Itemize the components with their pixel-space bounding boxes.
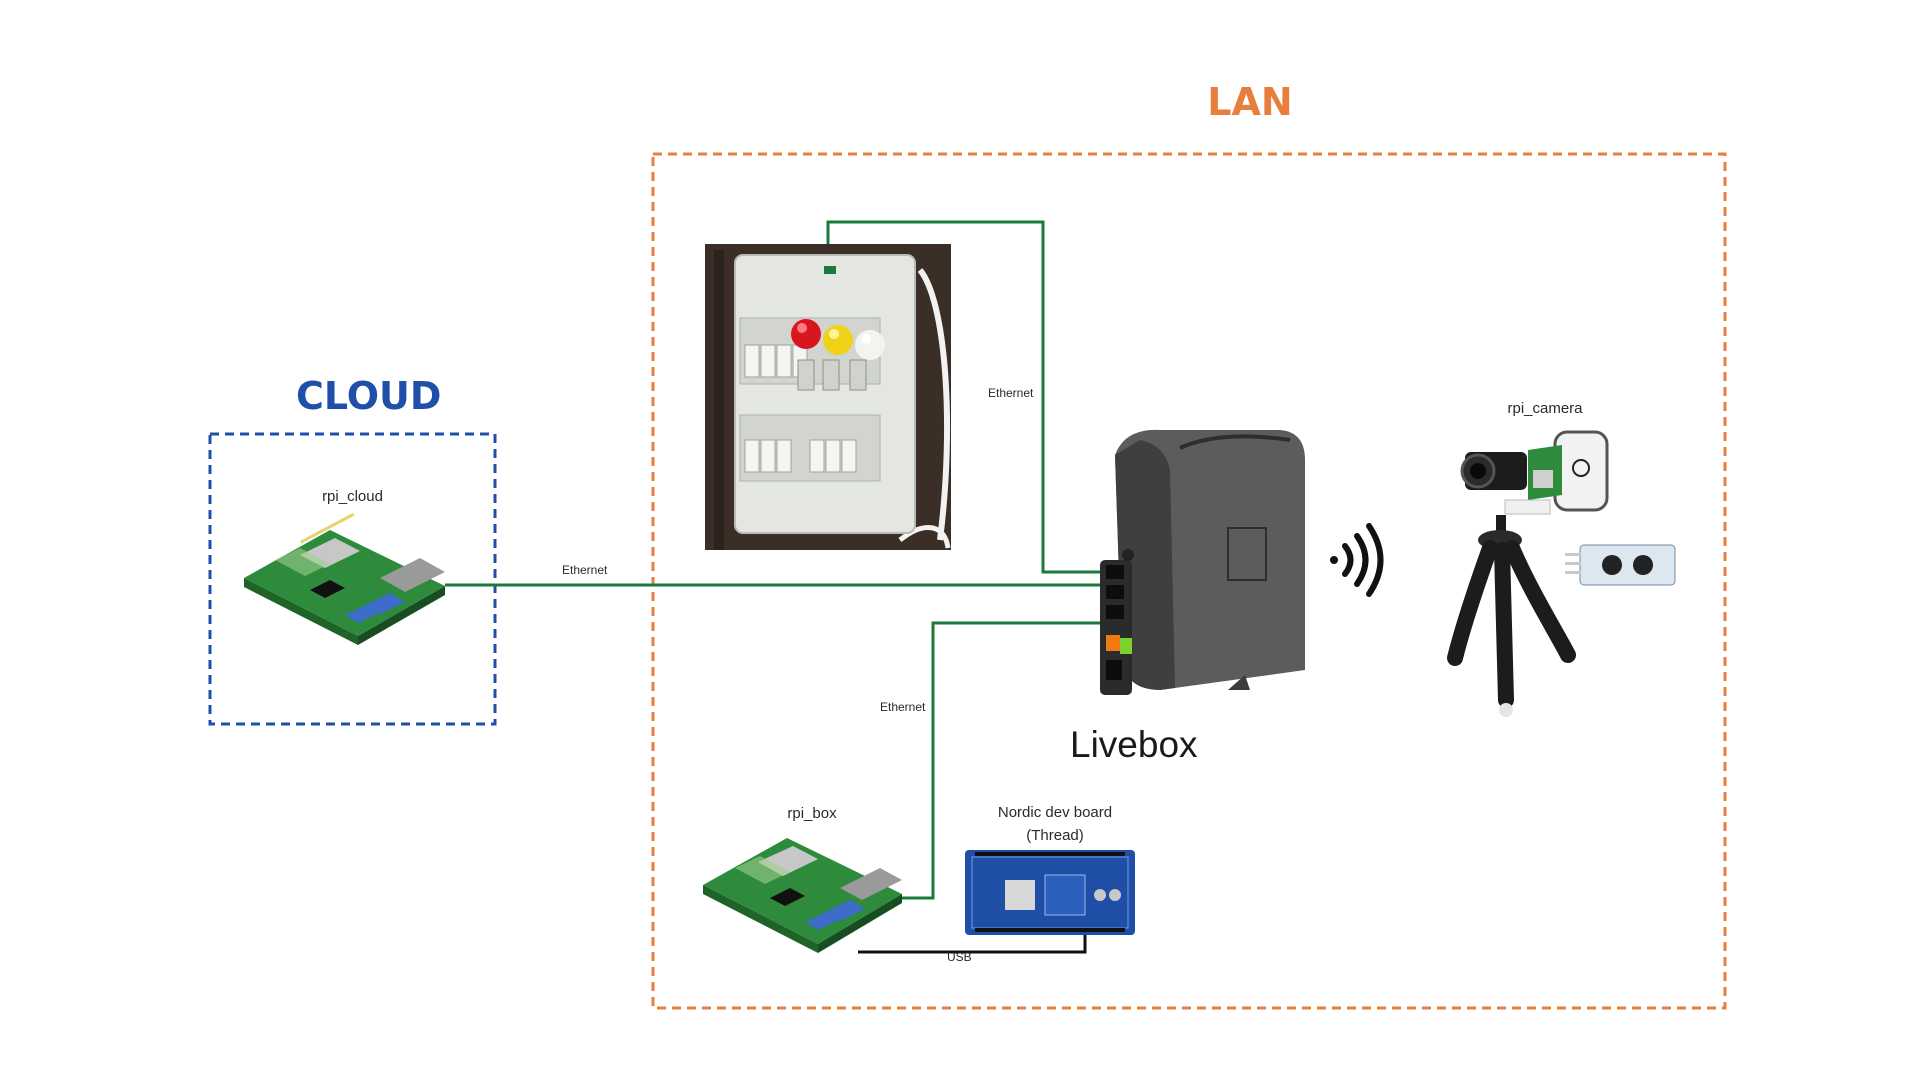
lan-zone-title: LAN bbox=[1207, 80, 1293, 124]
cloud-zone-title: CLOUD bbox=[296, 374, 442, 418]
edge-box-to-nordic bbox=[858, 935, 1087, 954]
edge-label-panel-ethernet: Ethernet bbox=[988, 386, 1034, 400]
electrical-panel-image bbox=[705, 244, 951, 550]
livebox-label: Livebox bbox=[1070, 724, 1198, 765]
nordic-board-label-line2: (Thread) bbox=[1026, 827, 1084, 844]
rpi-camera-image bbox=[1447, 430, 1676, 717]
rpi-camera-label: rpi_camera bbox=[1507, 400, 1583, 417]
edge-label-cloud-ethernet: Ethernet bbox=[562, 563, 608, 577]
edge-label-box-ethernet: Ethernet bbox=[880, 700, 926, 714]
rpi-cloud-label: rpi_cloud bbox=[322, 488, 383, 505]
lan-zone-border bbox=[651, 152, 1727, 1010]
nordic-board-label-line1: Nordic dev board bbox=[997, 804, 1113, 821]
nordic-board-image bbox=[965, 850, 1135, 935]
rpi-box-label: rpi_box bbox=[787, 805, 837, 822]
edge-label-usb: USB bbox=[947, 950, 972, 964]
livebox-image bbox=[1100, 429, 1305, 695]
cloud-zone-border bbox=[208, 432, 497, 726]
rpi-cloud-image bbox=[244, 512, 445, 645]
edge-box-to-livebox bbox=[902, 621, 1112, 900]
edge-panel-to-livebox bbox=[826, 220, 1112, 574]
rpi-box-image bbox=[703, 838, 902, 953]
wifi-signal-icon bbox=[1330, 523, 1384, 597]
